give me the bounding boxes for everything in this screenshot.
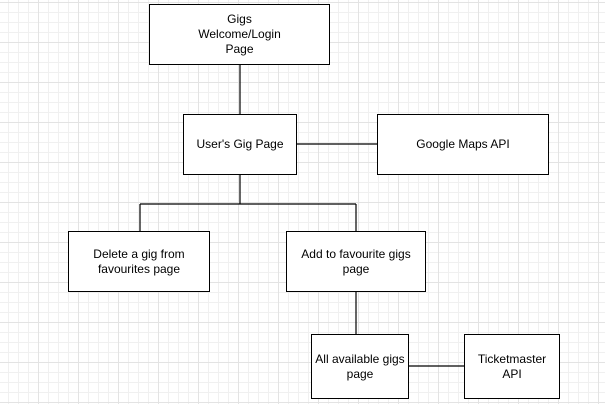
node-ticketmaster-api[interactable]: Ticketmaster API — [464, 334, 560, 399]
node-delete-gig-page[interactable]: Delete a gig from favourites page — [68, 231, 210, 292]
node-users-gig-page[interactable]: User's Gig Page — [183, 114, 297, 175]
node-label: All available gigs page — [315, 351, 405, 381]
node-label: Google Maps API — [416, 137, 510, 151]
node-google-maps-api[interactable]: Google Maps API — [377, 114, 549, 175]
node-label: Ticketmaster API — [477, 351, 547, 381]
node-add-favourite-page[interactable]: Add to favourite gigs page — [286, 231, 426, 292]
node-label: Gigs Welcome/Login Page — [198, 12, 281, 56]
node-all-gigs-page[interactable]: All available gigs page — [311, 334, 409, 399]
node-label: User's Gig Page — [196, 137, 284, 151]
node-label: Add to favourite gigs page — [301, 246, 411, 276]
node-label: Delete a gig from favourites page — [93, 246, 185, 276]
node-welcome-login-page[interactable]: Gigs Welcome/Login Page — [149, 4, 330, 65]
